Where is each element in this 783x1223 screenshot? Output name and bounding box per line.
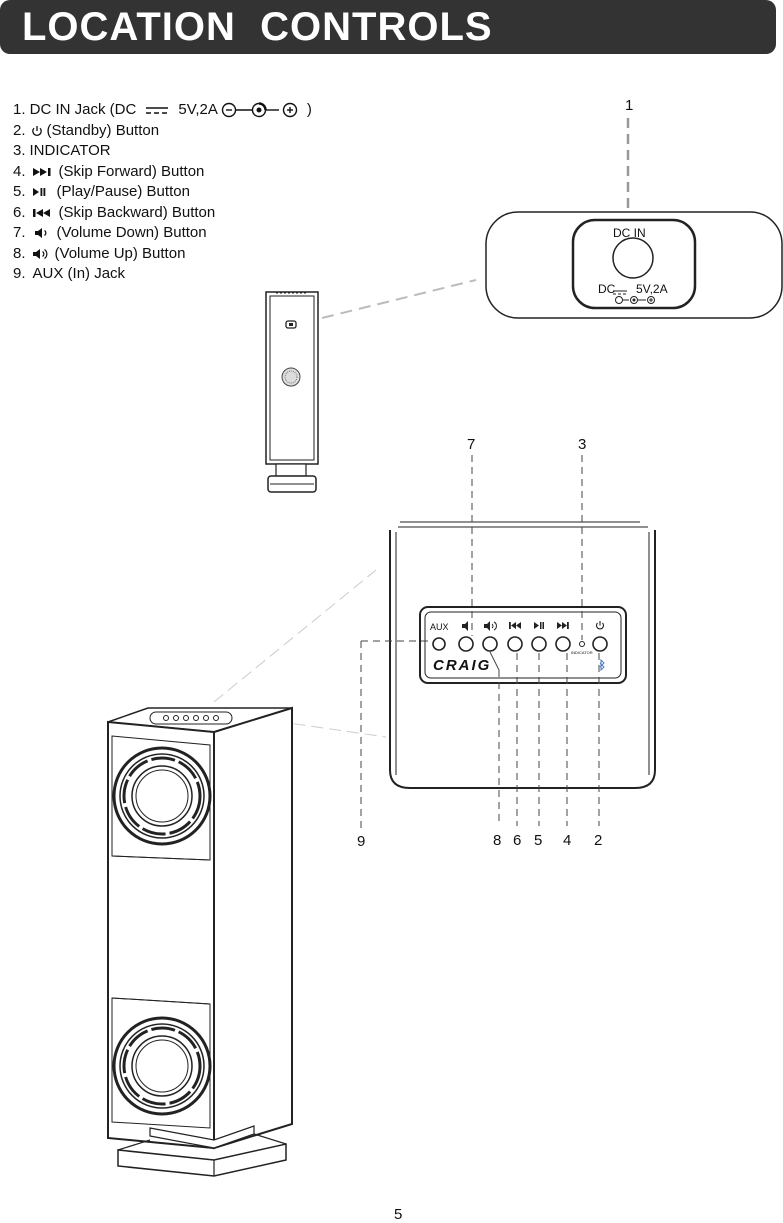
legend-number: 6. [13,203,26,221]
polarity-icon [221,102,298,118]
callout-8: 8 [493,832,502,849]
legend-item-9-text: AUX (In) Jack [32,265,126,282]
legend-item-3-text: INDICATOR [29,142,111,159]
title-bar: LOCATION CONTROLS [0,0,776,54]
speaker-side-view [265,291,319,493]
legend-item-4-text: (Skip Forward) Button [58,162,205,180]
dc-spec-label: 5V,2A [636,282,668,296]
play-pause-icon [32,188,45,197]
callout-7: 7 [467,436,476,453]
legend-item-5-text: (Play/Pause) Button [56,183,190,200]
legend-number: 7. [13,224,26,241]
legend-item-6-text: (Skip Backward) Button [58,203,216,221]
callout-5: 5 [534,832,543,849]
callout-3: 3 [578,436,587,453]
dc-in-label: DC IN [613,226,646,240]
top-panel-detail [213,455,656,830]
legend-number: 9. [13,265,26,282]
legend-item-1-suffix: ) [306,101,312,118]
legend-item-4: 4. (Skip Forward) Button [13,162,312,183]
legend-item-6: 6. (Skip Backward) Button [13,203,312,224]
callout-9: 9 [357,833,366,850]
legend-item-1: 1. DC IN Jack (DC 5V,2A ) [13,100,312,121]
dc-jack-detail [321,118,783,319]
page-number: 5 [394,1206,403,1223]
legend-item-9: 9. AUX (In) Jack [13,264,312,285]
aux-label: AUX [430,622,449,632]
callout-6: 6 [513,832,522,849]
dc-symbol-icon [146,107,169,114]
dc-label: DC [598,282,616,296]
legend-number: 4. [13,162,26,180]
legend-number: 2. [13,121,26,139]
tower-speaker [107,706,293,1177]
legend-item-7: 7. (Volume Down) Button [13,223,312,244]
volume-up-icon [32,248,47,259]
callout-1: 1 [625,97,634,114]
skip-backward-icon [32,208,50,217]
legend-item-3: 3. INDICATOR [13,141,312,162]
legend-number: 3. [13,142,26,159]
callout-2: 2 [594,832,603,849]
legend-number: 8. [13,244,26,262]
legend-item-2-text: (Standby) Button [46,121,160,139]
callout-4: 4 [563,832,572,849]
brand-logo: CRAIG [433,657,492,674]
indicator-label: INDICATOR [571,650,593,655]
legend-item-1-prefix: 1. DC IN Jack (DC [13,101,137,118]
page-title: LOCATION CONTROLS [22,5,493,49]
skip-forward-icon [32,167,51,176]
legend-number: 5. [13,183,26,200]
volume-down-icon [34,228,46,239]
controls-legend: 1. DC IN Jack (DC 5V,2A ) 2. (Standb [13,100,312,285]
legend-item-1-spec: 5V,2A [178,101,218,118]
legend-item-8: 8. (Volume Up) Button [13,244,312,265]
power-icon [31,125,42,136]
legend-item-2: 2. (Standby) Button [13,121,312,142]
legend-item-5: 5. (Play/Pause) Button [13,182,312,203]
legend-item-8-text: (Volume Up) Button [54,244,186,262]
legend-item-7-text: (Volume Down) Button [56,224,207,241]
